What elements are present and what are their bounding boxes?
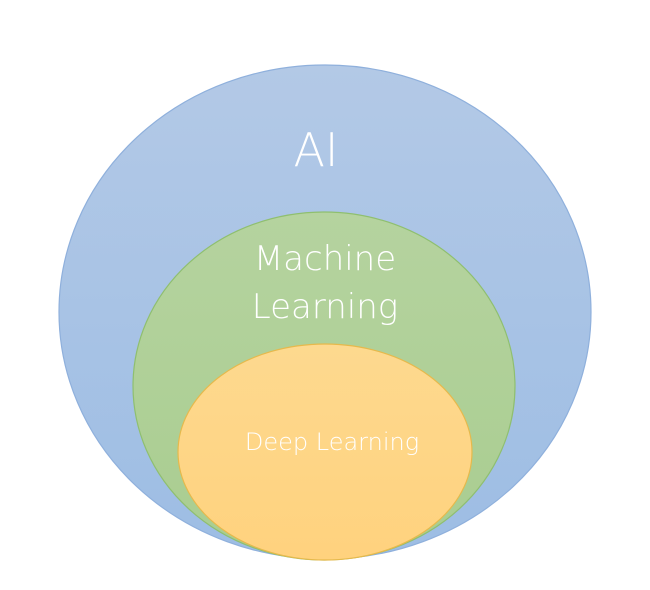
machine-learning-label-line1: Machine xyxy=(254,239,396,279)
deep-learning-ellipse xyxy=(177,343,473,561)
machine-learning-label-line2: Learning xyxy=(252,287,398,327)
ai-label: AI xyxy=(293,123,338,177)
deep-learning-label: Deep Learning xyxy=(245,428,419,456)
